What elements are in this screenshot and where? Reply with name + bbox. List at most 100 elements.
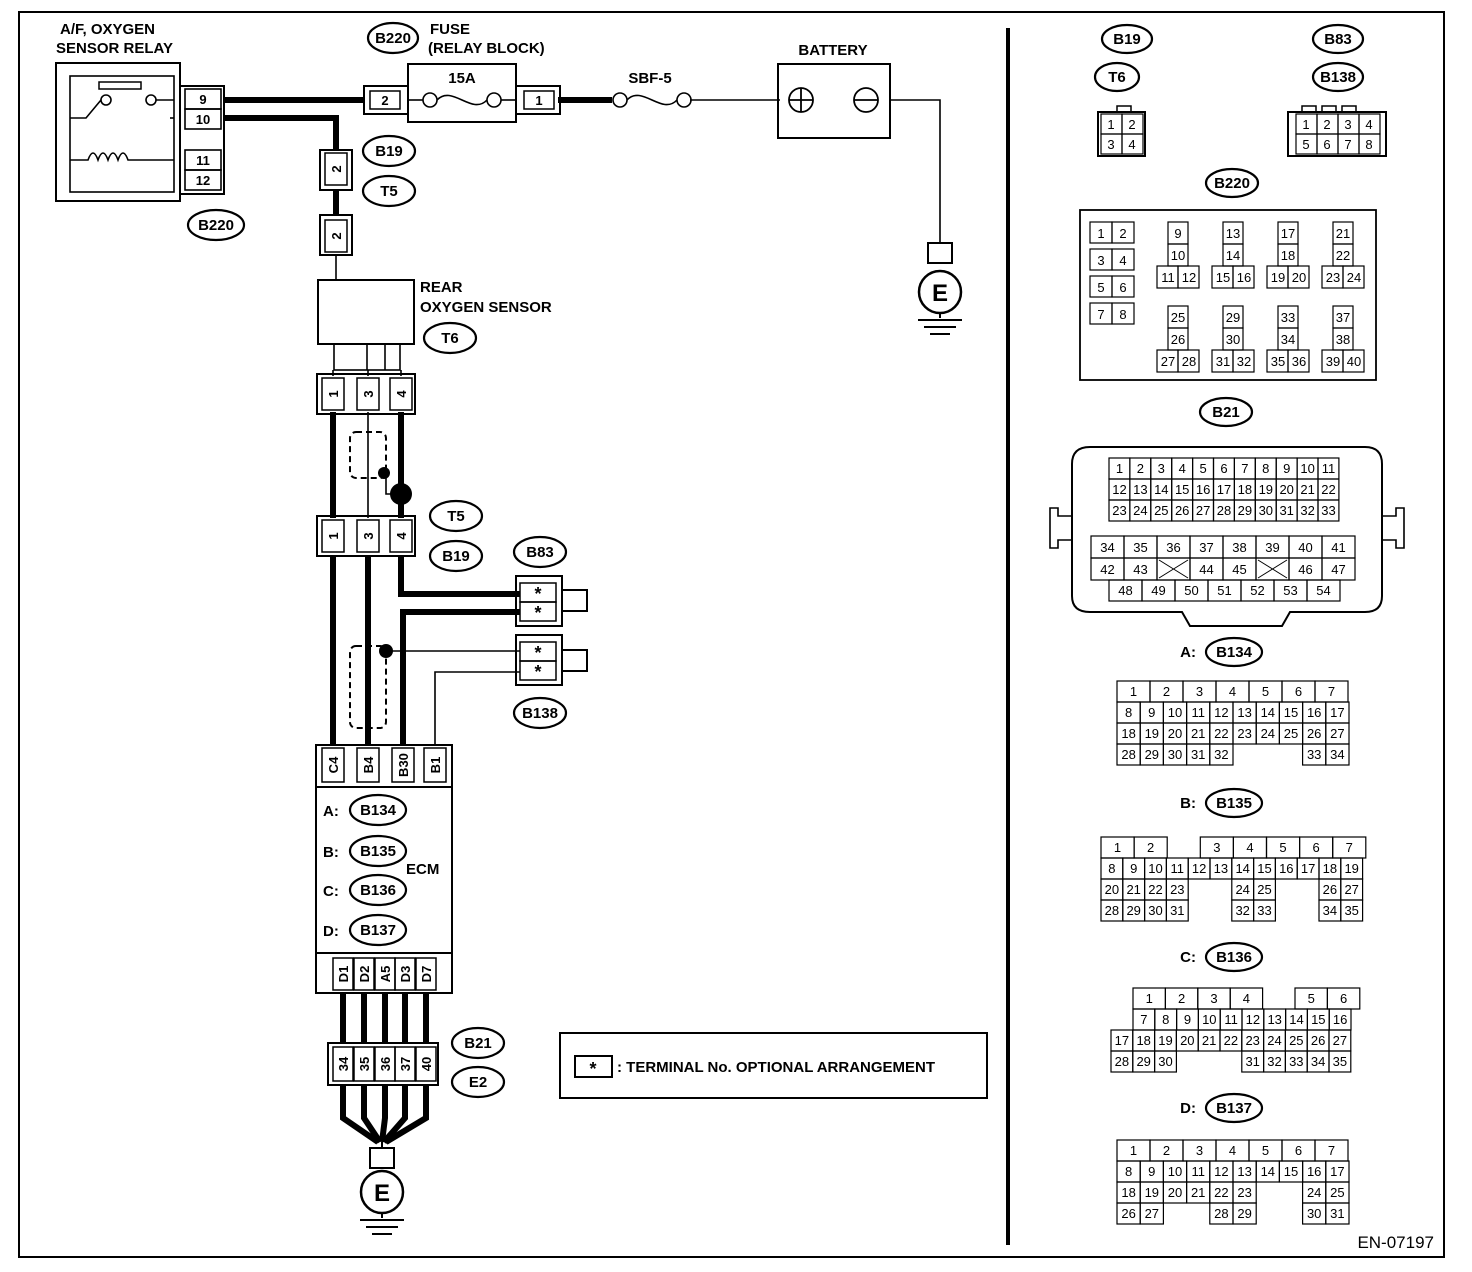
b83-oval: [512, 535, 568, 569]
face-b220-pin-39: 39: [1326, 354, 1340, 369]
b19-lower-oval: [428, 539, 484, 573]
face-cell: [1209, 743, 1234, 766]
ecm-pin-D2: D2: [357, 966, 372, 983]
face-b137-pin-4: 4: [1229, 1143, 1236, 1158]
pin-37: 37: [398, 1057, 413, 1071]
face-b137-pin-8: 8: [1125, 1164, 1132, 1179]
face-b135-pin-27: 27: [1344, 882, 1358, 897]
face-b21-pin-36: 36: [1166, 540, 1180, 555]
face-b137-pin-27: 27: [1145, 1206, 1159, 1221]
face-b136-pin-32: 32: [1267, 1054, 1281, 1069]
face-b136-pin-3: 3: [1210, 991, 1217, 1006]
face-b220-pin-22: 22: [1336, 248, 1350, 263]
face-t6-label: T6: [1108, 69, 1126, 86]
e2-label: E2: [469, 1074, 487, 1091]
face-b136-pin-17: 17: [1115, 1033, 1129, 1048]
face-b137-pin-6: 6: [1295, 1143, 1302, 1158]
face-b134-pin-22: 22: [1214, 726, 1228, 741]
ecm-conn-prefix: C:: [323, 883, 339, 900]
ground-label-ecm: E: [374, 1180, 390, 1207]
face-b21-pin-29: 29: [1238, 503, 1252, 518]
ecm-conn-B136-label: B136: [360, 882, 396, 899]
face-b21-pin-23: 23: [1112, 503, 1126, 518]
face-b134-pin-23: 23: [1237, 726, 1251, 741]
face-b21-pin-42: 42: [1100, 562, 1114, 577]
face-b220-pin-13: 13: [1226, 226, 1240, 241]
face-b135-pin-23: 23: [1170, 882, 1184, 897]
face-b19-pin-1: 1: [1107, 117, 1114, 132]
face-b135-pin-8: 8: [1108, 861, 1115, 876]
face-b21-pin-4: 4: [1179, 461, 1186, 476]
pin-cell: [415, 1046, 437, 1082]
face-b134-pin-14: 14: [1261, 705, 1275, 720]
face-b136-oval: [1204, 941, 1264, 973]
face-b134-pin-30: 30: [1168, 747, 1182, 762]
face-b135-pin-14: 14: [1235, 861, 1249, 876]
face-b135-pin-30: 30: [1148, 903, 1162, 918]
face-b220-pin-38: 38: [1336, 332, 1350, 347]
face-b137-oval: [1204, 1092, 1264, 1124]
face-b136-pin-16: 16: [1333, 1012, 1347, 1027]
face-b21-pin-46: 46: [1298, 562, 1312, 577]
face-b220-pin-27: 27: [1161, 354, 1175, 369]
ecm-pin-cell: [321, 747, 345, 783]
face-b135-pin-6: 6: [1313, 840, 1320, 855]
face-b137-pin-23: 23: [1237, 1185, 1251, 1200]
face-b21-pin-39: 39: [1265, 540, 1279, 555]
b138-pin-2: *: [534, 662, 541, 682]
face-b220-pin-19: 19: [1271, 270, 1285, 285]
face-b220-pin-37: 37: [1336, 310, 1350, 325]
ground-battery: E: [917, 242, 963, 335]
ecm-pin-D3: D3: [398, 966, 413, 983]
fuse-rating-label: 15A: [448, 70, 476, 87]
face-b134-pin-31: 31: [1191, 747, 1205, 762]
pin-cell: [356, 519, 380, 553]
face-b83-pin-5: 5: [1302, 137, 1309, 152]
face-cell: [1111, 302, 1135, 325]
face-cell: [1177, 265, 1200, 289]
pin-4: 4: [394, 390, 409, 398]
face-b136-pin-25: 25: [1289, 1033, 1303, 1048]
face-b136-pin-15: 15: [1311, 1012, 1325, 1027]
face-b21-pin-44: 44: [1199, 562, 1213, 577]
face-cell: [1153, 1050, 1177, 1073]
face-b136-pin-5: 5: [1308, 991, 1315, 1006]
relay-block-fuse: FUSE (RELAY BLOCK) 15A 2 1: [363, 21, 561, 123]
face-cell: [1342, 349, 1365, 373]
ecm-pin-cell: [353, 957, 375, 991]
ecm-conn-B134-oval: [348, 793, 408, 827]
face-cell: [1232, 265, 1255, 289]
face-cell: [1165, 899, 1189, 922]
t5-label: T5: [380, 183, 398, 200]
face-b135-pin-7: 7: [1346, 840, 1353, 855]
face-b21-pin-21: 21: [1300, 482, 1314, 497]
face-b137-pin-26: 26: [1121, 1206, 1135, 1221]
face-b21-pin-11: 11: [1322, 461, 1336, 476]
face-b137-pin-14: 14: [1261, 1164, 1275, 1179]
face-b21-pin-48: 48: [1118, 583, 1132, 598]
face-b220-pin-28: 28: [1182, 354, 1196, 369]
ecm-pin-A5: A5: [378, 966, 393, 983]
face-b220-pin-11: 11: [1161, 270, 1175, 285]
face-b21-pin-19: 19: [1259, 482, 1273, 497]
face-b21-pin-15: 15: [1175, 482, 1189, 497]
face-b137-pin-29: 29: [1237, 1206, 1251, 1221]
relay-b220-oval: [186, 208, 246, 242]
face-b220-label: B220: [1214, 175, 1250, 192]
face-b136-pin-22: 22: [1224, 1033, 1238, 1048]
face-b136-pin-21: 21: [1202, 1033, 1216, 1048]
face-b136-pin-19: 19: [1158, 1033, 1172, 1048]
face-b137-pin-24: 24: [1307, 1185, 1321, 1200]
face-b136-pin-2: 2: [1178, 991, 1185, 1006]
face-b137-pin-7: 7: [1328, 1143, 1335, 1158]
b83-connector: * *: [515, 575, 588, 627]
face-b83-pin-7: 7: [1344, 137, 1351, 152]
face-b136-pin-18: 18: [1136, 1033, 1150, 1048]
b138-label: B138: [522, 705, 558, 722]
face-b137-pin-31: 31: [1330, 1206, 1344, 1221]
face-b19-pin-4: 4: [1128, 137, 1135, 152]
face-b135-pin-34: 34: [1323, 903, 1337, 918]
b19-label: B19: [375, 143, 403, 160]
